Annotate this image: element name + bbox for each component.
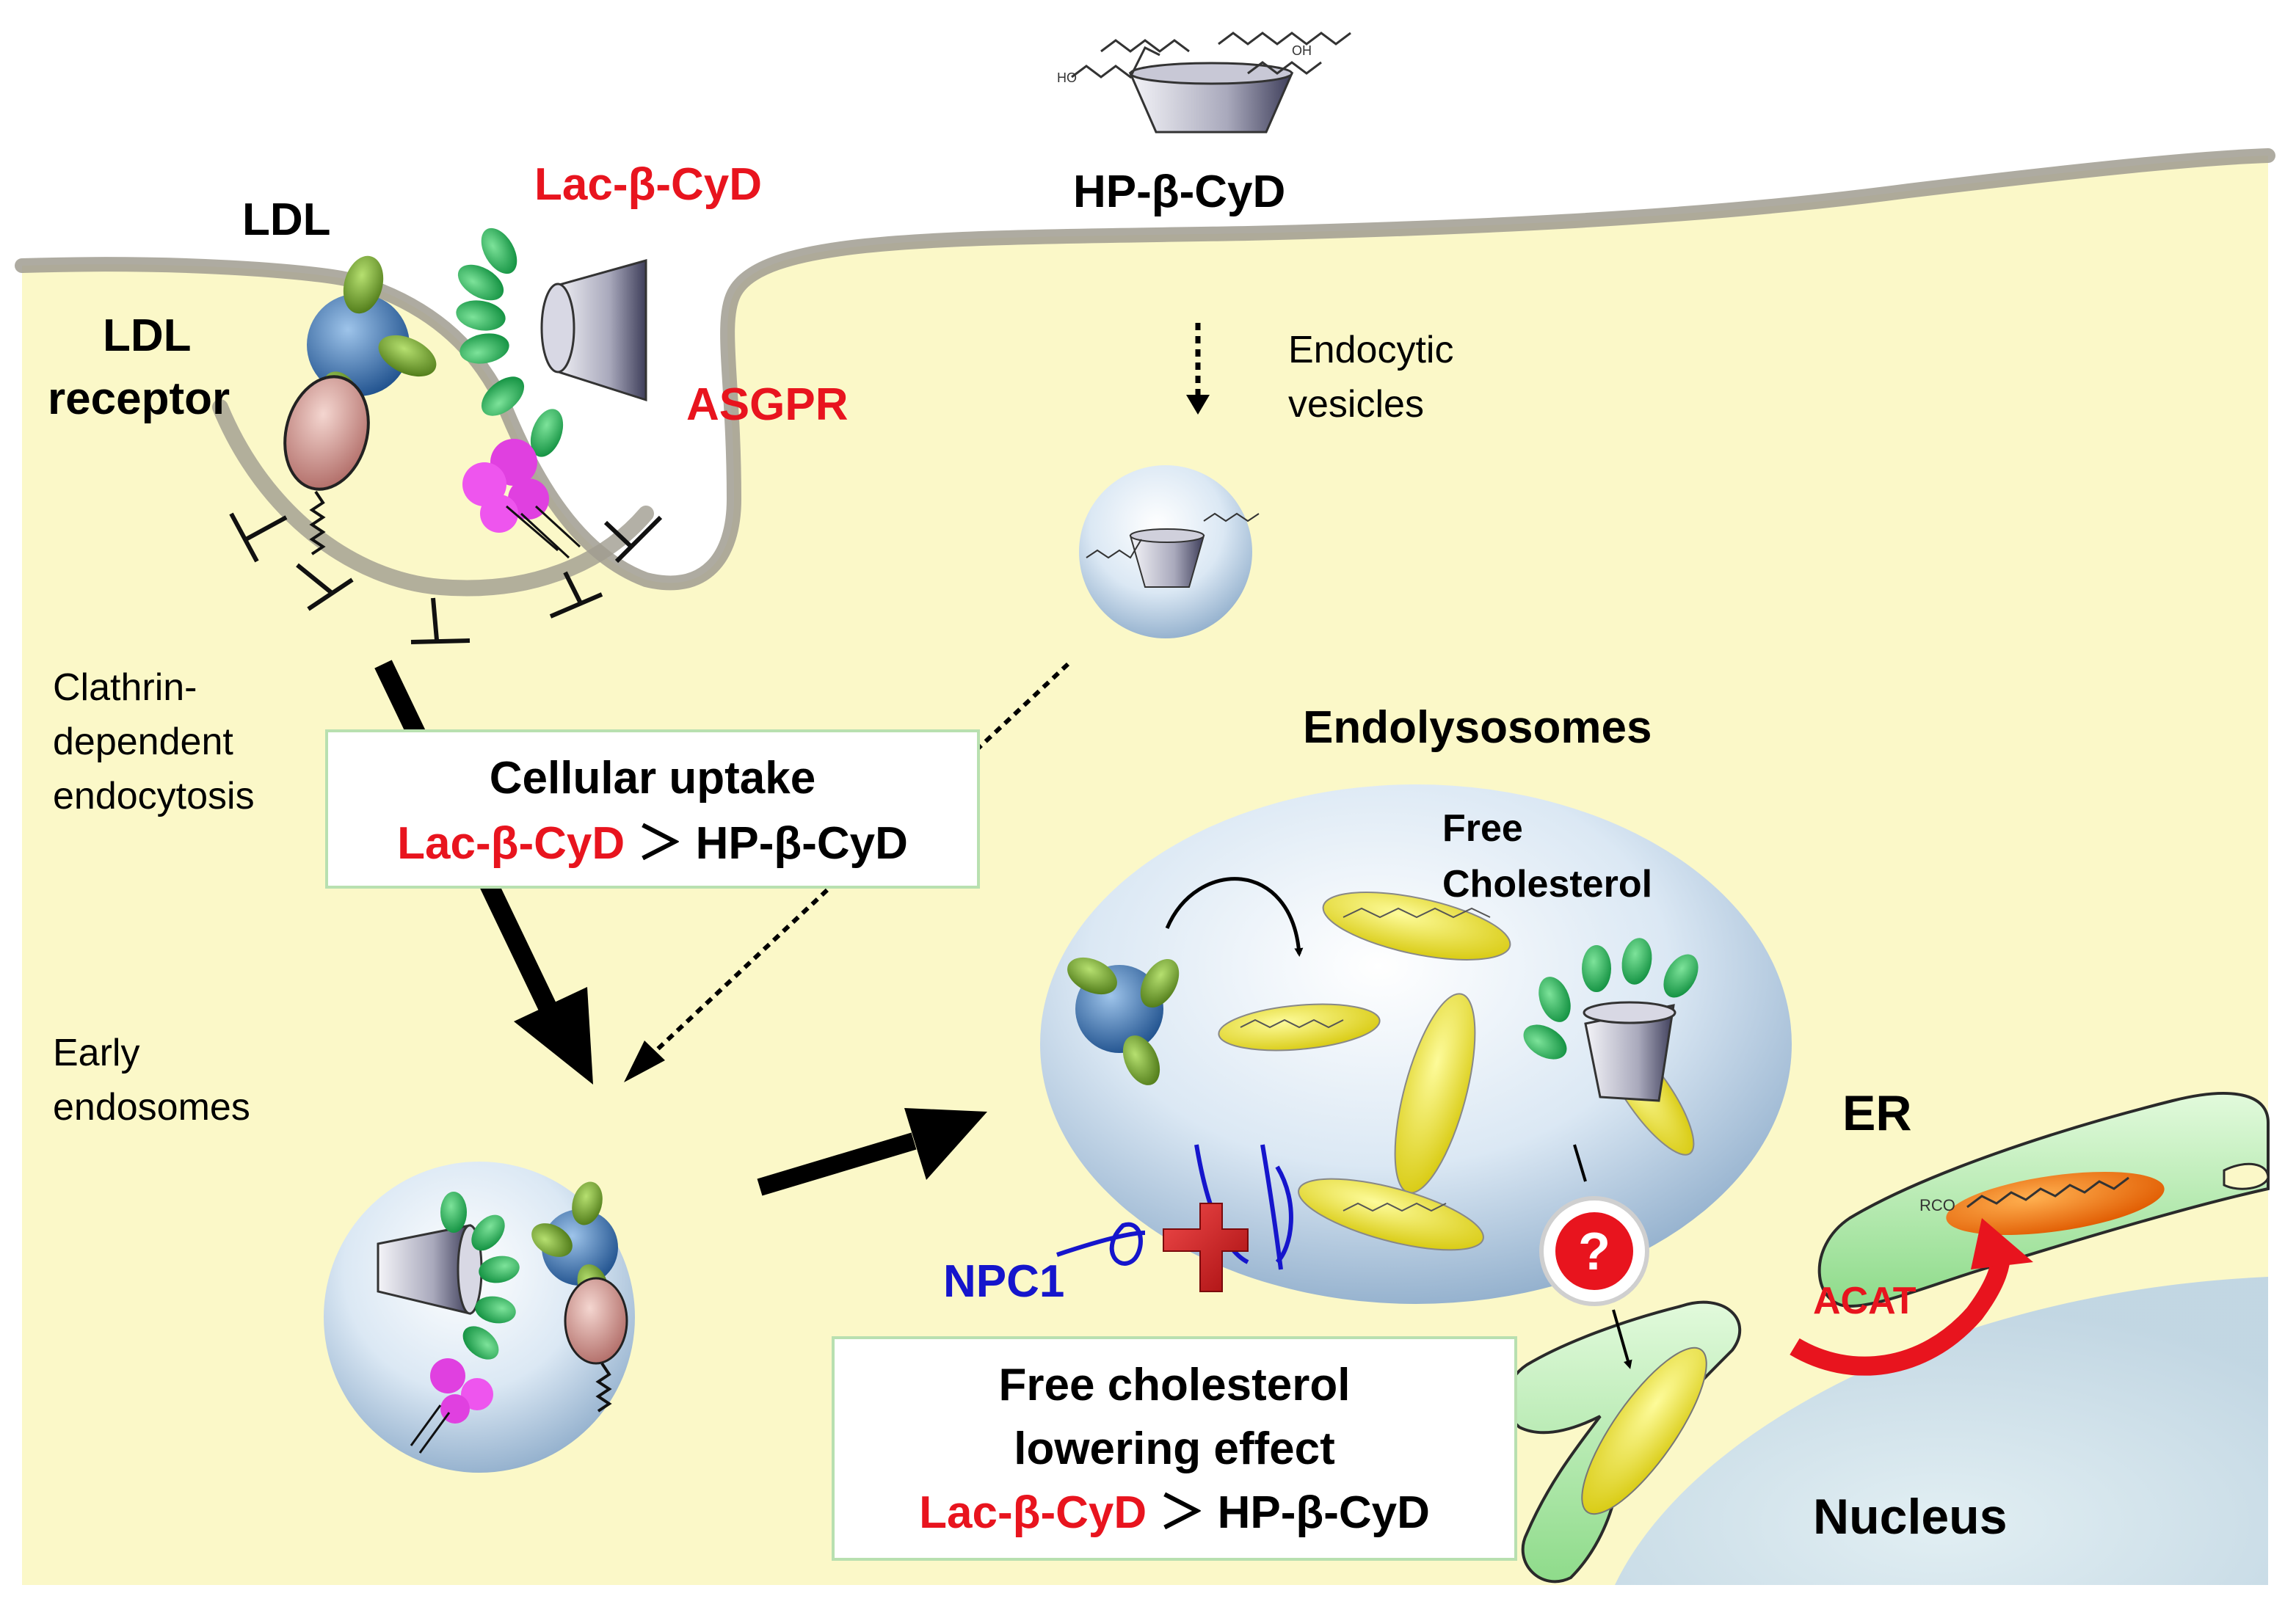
label-ldl-receptor-1: LDL bbox=[103, 310, 192, 361]
label-lac-cyd-top: Lac-β-CyD bbox=[534, 159, 762, 210]
effect-line2: lowering effect bbox=[1014, 1424, 1335, 1474]
arrow-dotted-diagonal bbox=[647, 662, 1070, 1059]
endolysosome bbox=[1040, 784, 1792, 1304]
nucleus bbox=[1615, 1277, 2268, 1585]
label-clathrin-1: Clathrin- bbox=[53, 666, 197, 709]
uptake-title: Cellular uptake bbox=[490, 753, 815, 804]
hp-cyd-molecule: HO OH bbox=[1057, 32, 1351, 134]
label-free-chol-2: Cholesterol bbox=[1442, 863, 1652, 905]
svg-text:RCO: RCO bbox=[1919, 1196, 1955, 1214]
cell-membrane bbox=[15, 148, 2275, 591]
uptake-gt: ＞ bbox=[625, 818, 695, 869]
effect-lac: Lac-β-CyD bbox=[919, 1487, 1147, 1538]
question-mark: ? bbox=[1578, 1222, 1610, 1281]
acat-arrow-head bbox=[1971, 1218, 2033, 1269]
clathrin-markers bbox=[229, 512, 663, 644]
label-early-2: endosomes bbox=[53, 1086, 250, 1129]
er-small-loop bbox=[2223, 1162, 2270, 1190]
label-acat: ACAT bbox=[1813, 1280, 1917, 1322]
label-endocytic-1: Endocytic bbox=[1288, 329, 1453, 371]
arrow-question-in bbox=[1573, 1144, 1587, 1182]
label-free-chol-1: Free bbox=[1442, 807, 1523, 850]
label-ldl: LDL bbox=[242, 194, 331, 245]
label-endolysosomes: Endolysosomes bbox=[1303, 702, 1652, 753]
arrow-question-out bbox=[1612, 1309, 1632, 1369]
svg-text:OH: OH bbox=[1292, 43, 1312, 58]
effect-box: Free cholesterol lowering effect Lac-β-C… bbox=[832, 1336, 1517, 1561]
label-npc1: NPC1 bbox=[943, 1256, 1064, 1307]
early-endosome bbox=[324, 1162, 635, 1473]
lac-cyd-pit bbox=[456, 227, 647, 457]
uptake-hp: HP-β-CyD bbox=[696, 818, 908, 869]
arrow-solid-right-head bbox=[904, 1108, 987, 1180]
clathrin-pit bbox=[212, 399, 654, 597]
label-early-1: Early bbox=[53, 1032, 139, 1074]
acat-arrow bbox=[1790, 1242, 2011, 1376]
label-er: ER bbox=[1842, 1085, 1911, 1141]
label-clathrin-3: endocytosis bbox=[53, 775, 255, 817]
label-ldl-receptor-2: receptor bbox=[48, 373, 230, 424]
cellular-uptake-box: Cellular uptake Lac-β-CyD ＞ HP-β-CyD bbox=[325, 729, 980, 889]
effect-line1: Free cholesterol bbox=[999, 1360, 1351, 1410]
cholesterol-er bbox=[1581, 1347, 1707, 1515]
label-nucleus: Nucleus bbox=[1813, 1489, 2008, 1545]
question-badge: ? bbox=[1539, 1196, 1649, 1306]
svg-text:HO: HO bbox=[1057, 70, 1077, 85]
arrow-solid-down-head bbox=[514, 987, 593, 1085]
label-hp-cyd-top: HP-β-CyD bbox=[1073, 167, 1285, 217]
arrow-solid-right bbox=[757, 1132, 917, 1196]
effect-comparison: Lac-β-CyD ＞ HP-β-CyD bbox=[919, 1487, 1430, 1538]
arrow-dotted-down-head bbox=[1186, 395, 1210, 415]
arrow-dotted-diagonal-head bbox=[624, 1041, 665, 1082]
label-endocytic-2: vesicles bbox=[1288, 383, 1424, 426]
label-asgpr: ASGPR bbox=[686, 379, 848, 430]
cholesteryl-ester: RCO bbox=[1919, 1171, 2165, 1236]
endocytic-vesicle bbox=[1079, 465, 1260, 638]
effect-hp: HP-β-CyD bbox=[1218, 1487, 1430, 1538]
effect-gt: ＞ bbox=[1147, 1487, 1217, 1538]
ldl-receptor bbox=[283, 375, 370, 555]
uptake-comparison: Lac-β-CyD ＞ HP-β-CyD bbox=[397, 818, 908, 869]
asgpr-receptor bbox=[462, 439, 581, 559]
uptake-lac: Lac-β-CyD bbox=[397, 818, 625, 869]
label-clathrin-2: dependent bbox=[53, 721, 233, 763]
